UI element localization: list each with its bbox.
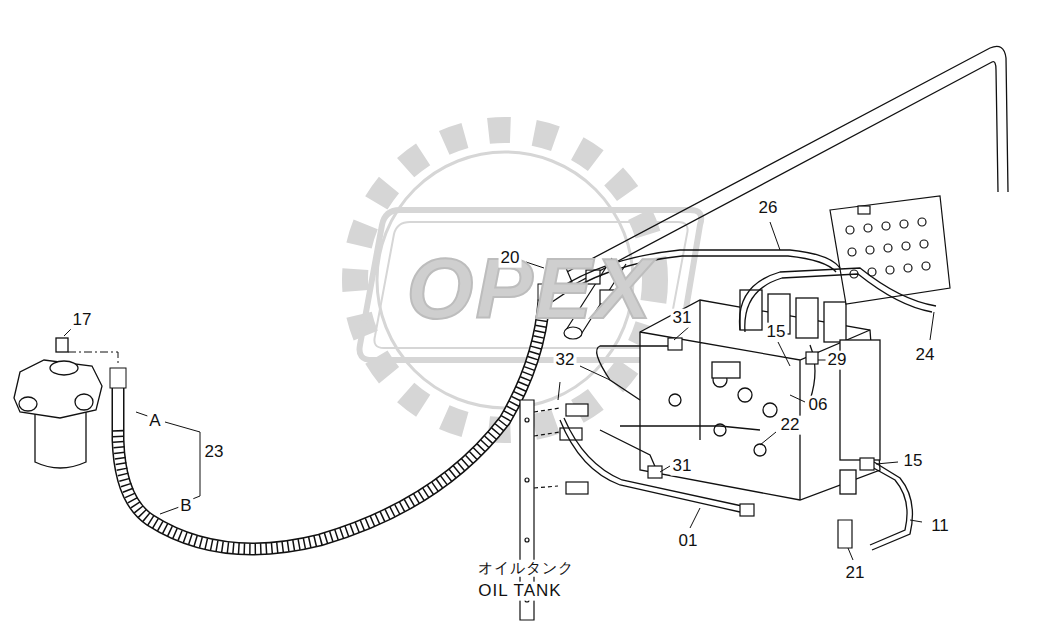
assembly-line (68, 352, 118, 366)
leader-lines (64, 222, 934, 560)
hose-end-label: A (147, 412, 162, 431)
callout-number: 22 (779, 416, 802, 435)
callout-number: 15 (902, 452, 925, 471)
line-filter (14, 338, 102, 468)
callout-number: 26 (757, 199, 780, 218)
watermark: OPEX (405, 241, 656, 336)
part-name: オイルタンク (476, 560, 576, 577)
callout-number: 24 (914, 346, 937, 365)
callout-number: 32 (554, 351, 577, 370)
hose-end-label: B (178, 497, 193, 516)
callout-number: 06 (807, 396, 830, 415)
callout-number: 21 (844, 564, 867, 583)
callout-number: 11 (929, 517, 951, 536)
fittings (648, 338, 874, 548)
callout-number: 29 (826, 351, 849, 370)
callout-number: 17 (71, 311, 94, 330)
pilot-valve-block (830, 196, 950, 304)
callout-number: 31 (671, 309, 694, 328)
callout-number: 20 (499, 249, 522, 268)
callout-number: 01 (677, 532, 700, 551)
control-valve (640, 290, 880, 500)
callout-number: 15 (765, 323, 788, 342)
callout-number: 23 (203, 443, 226, 462)
callout-number: 31 (671, 457, 694, 476)
part-name: OIL TANK (476, 582, 563, 601)
